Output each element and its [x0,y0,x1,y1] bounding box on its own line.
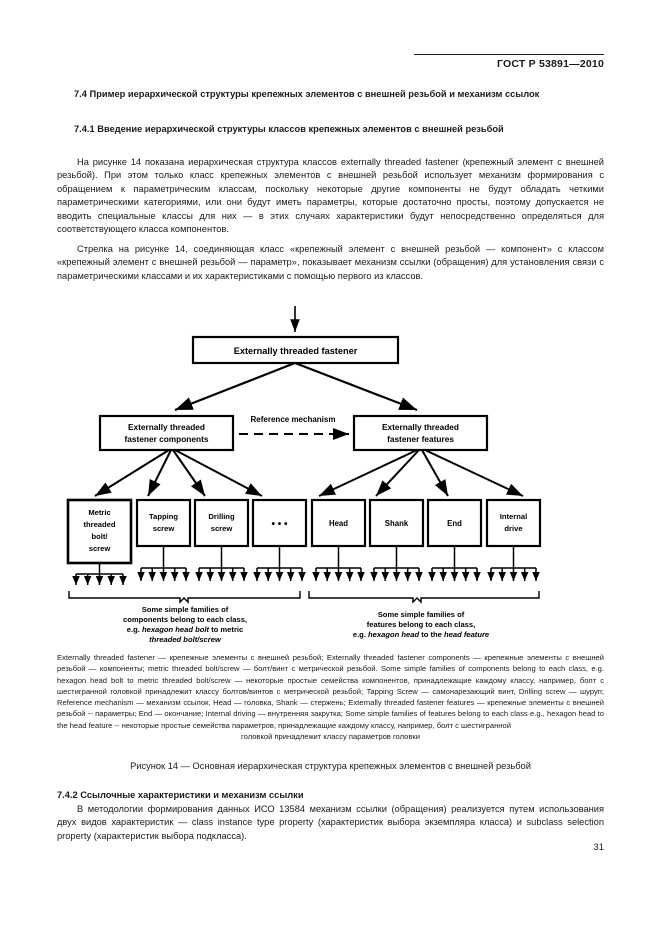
node-metric-threaded-label-1: Metric [88,508,110,517]
edge-root-to-features [294,361,418,412]
figure-14-caption: Рисунок 14 — Основная иерархическая стру… [130,761,531,771]
node-tapping-screw-box [135,498,192,548]
node-drilling-screw-label-1: Drilling [208,512,235,521]
section-7-4-1-paragraph-2: Стрелка на рисунке 14, соединяющая класс… [57,244,604,281]
edge-components-to-child-2 [147,449,172,497]
header-rule [414,54,604,55]
node-shank-label: Shank [385,519,409,528]
fanout-ellipsis [253,546,306,581]
node-drilling-screw-label-2: screw [211,524,233,533]
brace-right-group [308,591,540,604]
section-7-4-1-title: 7.4.1 Введение иерархической структуры к… [74,124,504,134]
page-number: 31 [593,842,604,853]
node-internal-drive-label-2: drive [504,524,522,533]
section-7-4-heading-wrap: 7.4 Пример иерархической структуры крепе… [57,88,604,101]
section-7-4-2-title: 7.4.2 Ссылочные характеристики и механиз… [57,790,304,800]
node-metric-threaded-label-2: threaded [83,520,115,529]
brace-left-caption-4: threaded bolt/screw [149,635,222,644]
fanout-shank [370,546,423,581]
fanout-end [428,546,481,581]
node-features-box [352,414,489,452]
fanout-head [312,546,365,581]
section-7-4-1-paragraph-2-wrap: Стрелка на рисунке 14, соединяющая класс… [57,243,604,283]
edge-features-to-child-4 [424,449,524,497]
edge-components-to-child-4 [174,449,263,497]
section-7-4-1-heading-wrap: 7.4.1 Введение иерархической структуры к… [57,123,604,136]
section-7-4-1-paragraph-1: На рисунке 14 показана иерархическая стр… [57,157,604,235]
figure-notes: Externally threaded fastener — крепежные… [57,652,604,742]
node-root-label: Externally threaded fastener [234,346,358,356]
node-end-box [426,498,483,548]
node-internal-drive-label-1: Internal [500,512,527,521]
standard-header: ГОСТ Р 53891—2010 [496,58,604,70]
figure-14-diagram: Externally threaded fastener Externally … [57,300,604,650]
section-7-4-2-paragraph-1-wrap: В методологии формирования данных ИСО 13… [57,803,604,843]
edge-root-to-components [174,361,296,412]
section-7-4-2-paragraph-1: В методологии формирования данных ИСО 13… [57,804,604,841]
edge-features-to-child-2 [375,449,420,497]
brace-right-caption-3: e.g. hexagon head to the head feature [353,630,490,639]
node-end-label: End [447,519,462,528]
fanout-drilling-screw [195,546,248,581]
node-tapping-screw-label-2: screw [153,524,175,533]
node-components-label-2: fastener components [125,434,209,444]
edge-features-to-child-3 [421,449,449,497]
reference-mechanism-label: Reference mechanism [251,415,336,424]
brace-right-caption-2: features belong to each class, [367,620,475,629]
section-7-4-2-heading-wrap: 7.4.2 Ссылочные характеристики и механиз… [57,789,604,802]
node-components-label-1: Externally threaded [128,422,205,432]
node-components-box [98,414,235,452]
brace-left-caption-1: Some simple families of [142,605,229,614]
edge-components-to-child-1 [94,449,170,497]
brace-left-group [68,591,301,604]
fanout-metric-threaded [72,563,127,585]
brace-right-caption-1: Some simple families of [378,610,465,619]
node-tapping-screw-label-1: Tapping [149,512,178,521]
brace-left-caption-2: components belong to each class, [123,615,247,624]
figure-notes-body: Externally threaded fastener — крепежные… [57,653,604,730]
brace-left-caption-3: e.g. hexagon head bolt to metric [127,625,243,634]
node-ellipsis-label: • • • [271,519,288,530]
node-features-label-1: Externally threaded [382,422,459,432]
node-features-label-2: fastener features [387,434,454,444]
node-drilling-screw-box [193,498,250,548]
family-fanouts [72,546,540,585]
edge-features-to-child-1 [318,449,418,497]
fanout-internal-drive [487,546,540,581]
node-metric-threaded-label-3: bolt/ [91,532,108,541]
group-braces [68,591,540,604]
figure-notes-tail: head feature -- некоторые простые семейс… [69,720,511,730]
node-internal-drive-box [485,498,542,548]
fanout-tapping-screw [137,546,190,581]
edge-components-to-child-3 [172,449,206,497]
node-metric-threaded-label-4: screw [89,544,111,553]
section-7-4-1-paragraph-1-wrap: На рисунке 14 показана иерархическая стр… [57,156,604,236]
section-7-4-title: 7.4 Пример иерархической структуры крепе… [74,89,540,99]
figure-notes-last-line: головкой принадлежит классу параметров г… [241,732,420,742]
node-head-label: Head [329,519,348,528]
